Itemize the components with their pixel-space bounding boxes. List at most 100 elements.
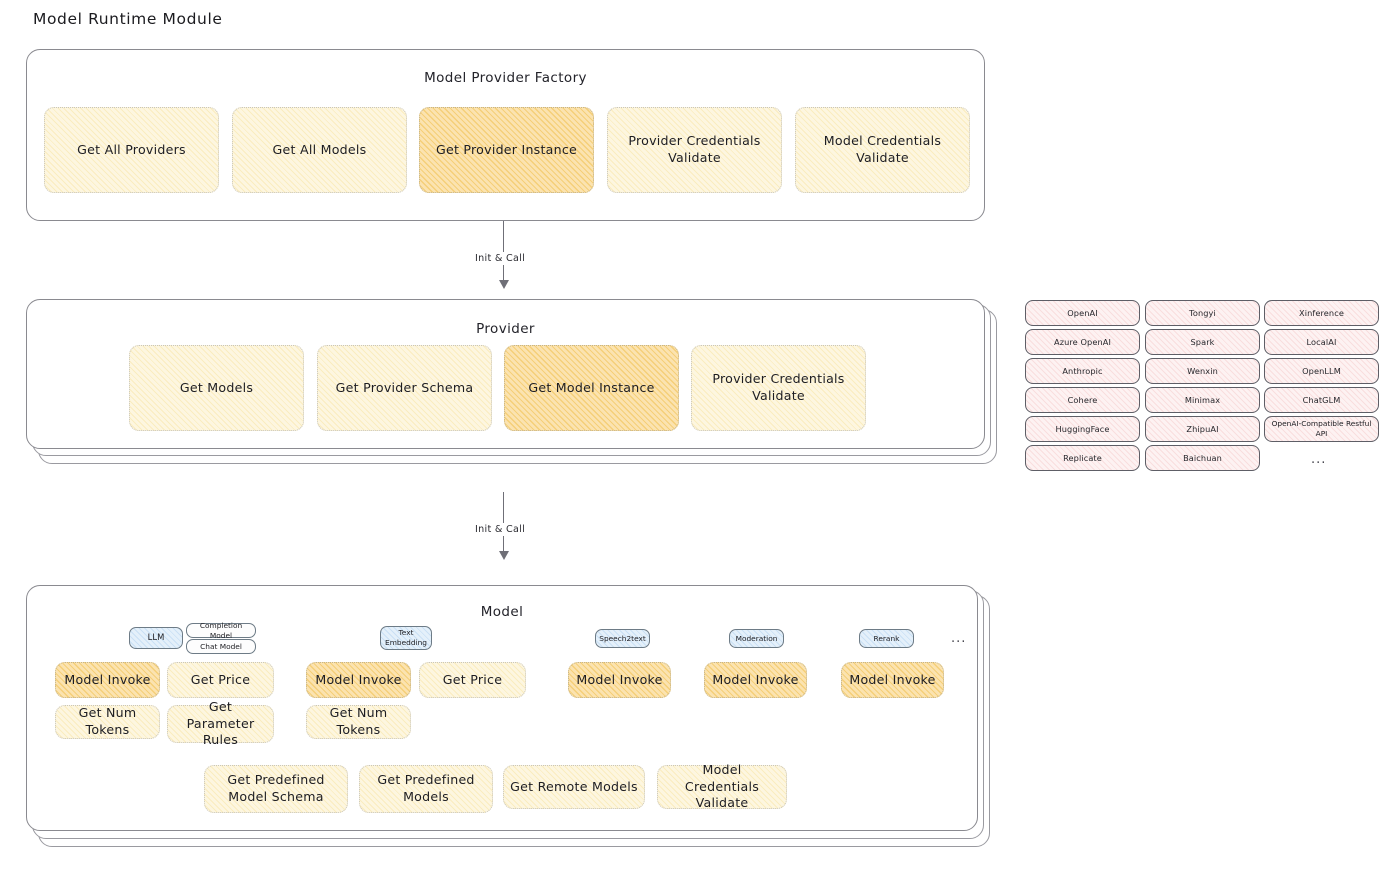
- model-badge-label: Moderation: [735, 633, 778, 643]
- model-common-node-get-predefined-model-schema[interactable]: Get Predefined Model Schema: [204, 765, 348, 813]
- model-badge-rerank[interactable]: Rerank: [859, 629, 914, 648]
- model-badge-text-embedding[interactable]: Text Embedding: [380, 626, 432, 650]
- model-node-label: Get Parameter Rules: [186, 699, 255, 748]
- model-title: Model: [480, 604, 524, 620]
- factory-node-provider-credentials-validate[interactable]: Provider Credentials Validate: [607, 107, 782, 193]
- factory-node-get-provider-instance[interactable]: Get Provider Instance: [419, 107, 594, 193]
- model-node-label: Get Num Tokens: [329, 705, 388, 737]
- provider-list-more-indicator: ...: [1311, 452, 1327, 467]
- provider-pill-spark[interactable]: Spark: [1145, 329, 1260, 355]
- model-node-text-embedding-get-num-tokens[interactable]: Get Num Tokens: [306, 705, 411, 739]
- factory-node-get-all-providers[interactable]: Get All Providers: [44, 107, 219, 193]
- arrow-factory-to-provider-head: [499, 280, 509, 289]
- provider-node-label: Get Models: [179, 379, 254, 395]
- model-node-rerank-model-invoke[interactable]: Model Invoke: [841, 662, 944, 698]
- model-subbadge-label: Completion Model: [199, 620, 243, 640]
- model-badge-label: Speech2text: [599, 633, 646, 643]
- model-node-label: Get Price: [442, 671, 503, 687]
- arrow-provider-to-model-head: [499, 551, 509, 560]
- model-common-node-label: Get Predefined Model Schema: [227, 772, 325, 804]
- factory-node-label: Get All Models: [272, 141, 367, 157]
- provider-pill-openai-compatible-restful-api[interactable]: OpenAI-Compatible Restful API: [1264, 416, 1379, 442]
- model-common-node-label: Get Remote Models: [510, 778, 638, 794]
- factory-node-label: Model Credentials Validate: [823, 133, 942, 165]
- factory-node-model-credentials-validate[interactable]: Model Credentials Validate: [795, 107, 970, 193]
- model-node-text-embedding-model-invoke[interactable]: Model Invoke: [306, 662, 411, 698]
- provider-pill-label: OpenAI: [1067, 307, 1098, 318]
- model-badge-label: Text Embedding: [385, 628, 427, 647]
- provider-pill-label: Wenxin: [1187, 365, 1218, 376]
- model-node-llm-get-parameter-rules[interactable]: Get Parameter Rules: [167, 699, 274, 747]
- provider-pill-label: OpenAI-Compatible Restful API: [1271, 419, 1372, 438]
- model-node-moderation-model-invoke[interactable]: Model Invoke: [704, 662, 807, 698]
- provider-pill-label: Anthropic: [1062, 365, 1103, 376]
- arrow-factory-to-provider-label: Init & Call: [471, 252, 530, 265]
- provider-pill-label: Minimax: [1184, 394, 1221, 405]
- model-node-label: Model Invoke: [712, 671, 799, 687]
- provider-pill-label: Azure OpenAI: [1054, 336, 1111, 347]
- provider-pill-localai[interactable]: LocalAI: [1264, 329, 1379, 355]
- provider-pill-zhipuai[interactable]: ZhipuAI: [1145, 416, 1260, 442]
- provider-pill-chatglm[interactable]: ChatGLM: [1264, 387, 1379, 413]
- model-node-label: Model Invoke: [315, 671, 402, 687]
- provider-pill-replicate[interactable]: Replicate: [1025, 445, 1140, 471]
- model-node-label: Model Invoke: [849, 671, 936, 687]
- provider-pill-huggingface[interactable]: HuggingFace: [1025, 416, 1140, 442]
- provider-pill-openllm[interactable]: OpenLLM: [1264, 358, 1379, 384]
- provider-node-get-model-instance[interactable]: Get Model Instance: [504, 345, 679, 431]
- provider-pill-label: Replicate: [1063, 452, 1102, 463]
- model-node-label: Get Num Tokens: [78, 705, 137, 737]
- provider-title: Provider: [476, 321, 535, 337]
- factory-node-label: Provider Credentials Validate: [628, 133, 761, 165]
- model-common-node-get-remote-models[interactable]: Get Remote Models: [503, 765, 645, 809]
- provider-pill-baichuan[interactable]: Baichuan: [1145, 445, 1260, 471]
- provider-pill-xinference[interactable]: Xinference: [1264, 300, 1379, 326]
- provider-pill-openai[interactable]: OpenAI: [1025, 300, 1140, 326]
- model-groups-more-indicator: ...: [951, 631, 967, 646]
- factory-node-get-all-models[interactable]: Get All Models: [232, 107, 407, 193]
- model-node-llm-get-price[interactable]: Get Price: [167, 662, 274, 698]
- provider-pill-label: Xinference: [1299, 307, 1344, 318]
- provider-pill-tongyi[interactable]: Tongyi: [1145, 300, 1260, 326]
- provider-node-get-provider-schema[interactable]: Get Provider Schema: [317, 345, 492, 431]
- provider-pill-label: Cohere: [1067, 394, 1098, 405]
- provider-pill-anthropic[interactable]: Anthropic: [1025, 358, 1140, 384]
- model-subbadge-chat-model[interactable]: Chat Model: [186, 639, 256, 654]
- provider-node-label: Get Model Instance: [528, 379, 655, 395]
- model-node-text-embedding-get-price[interactable]: Get Price: [419, 662, 526, 698]
- factory-node-label: Get Provider Instance: [435, 141, 578, 157]
- provider-pill-label: Baichuan: [1183, 452, 1222, 463]
- factory-node-label: Get All Providers: [77, 141, 186, 157]
- model-badge-label: Rerank: [873, 633, 900, 643]
- model-common-node-model-credentials-validate[interactable]: Model Credentials Validate: [657, 762, 787, 810]
- provider-pill-label: HuggingFace: [1055, 423, 1110, 434]
- provider-node-get-models[interactable]: Get Models: [129, 345, 304, 431]
- model-node-speech2text-model-invoke[interactable]: Model Invoke: [568, 662, 671, 698]
- provider-pill-label: Spark: [1190, 336, 1215, 347]
- provider-pill-wenxin[interactable]: Wenxin: [1145, 358, 1260, 384]
- page-title: Model Runtime Module: [33, 10, 223, 28]
- provider-pill-label: OpenLLM: [1302, 365, 1341, 376]
- model-common-node-label: Get Predefined Models: [377, 772, 475, 804]
- model-panel: [26, 585, 978, 831]
- model-common-node-get-predefined-models[interactable]: Get Predefined Models: [359, 765, 493, 813]
- model-node-label: Model Invoke: [64, 671, 151, 687]
- provider-node-label: Provider Credentials Validate: [712, 371, 845, 403]
- provider-pill-label: Tongyi: [1189, 307, 1216, 318]
- arrow-provider-to-model-label: Init & Call: [471, 523, 530, 536]
- model-badge-label: LLM: [147, 632, 165, 643]
- model-subbadge-label: Chat Model: [200, 641, 242, 651]
- model-badge-llm[interactable]: LLM: [129, 627, 183, 649]
- provider-pill-label: ChatGLM: [1302, 394, 1341, 405]
- provider-node-provider-credentials-validate[interactable]: Provider Credentials Validate: [691, 345, 866, 431]
- model-node-llm-get-num-tokens[interactable]: Get Num Tokens: [55, 705, 160, 739]
- model-subbadge-completion-model[interactable]: Completion Model: [186, 620, 256, 640]
- provider-node-label: Get Provider Schema: [335, 379, 474, 395]
- provider-pill-minimax[interactable]: Minimax: [1145, 387, 1260, 413]
- provider-pill-azure-openai[interactable]: Azure OpenAI: [1025, 329, 1140, 355]
- model-provider-factory-title: Model Provider Factory: [424, 70, 587, 86]
- model-badge-moderation[interactable]: Moderation: [729, 629, 784, 648]
- model-node-llm-model-invoke[interactable]: Model Invoke: [55, 662, 160, 698]
- provider-pill-cohere[interactable]: Cohere: [1025, 387, 1140, 413]
- model-badge-speech2text[interactable]: Speech2text: [595, 629, 650, 648]
